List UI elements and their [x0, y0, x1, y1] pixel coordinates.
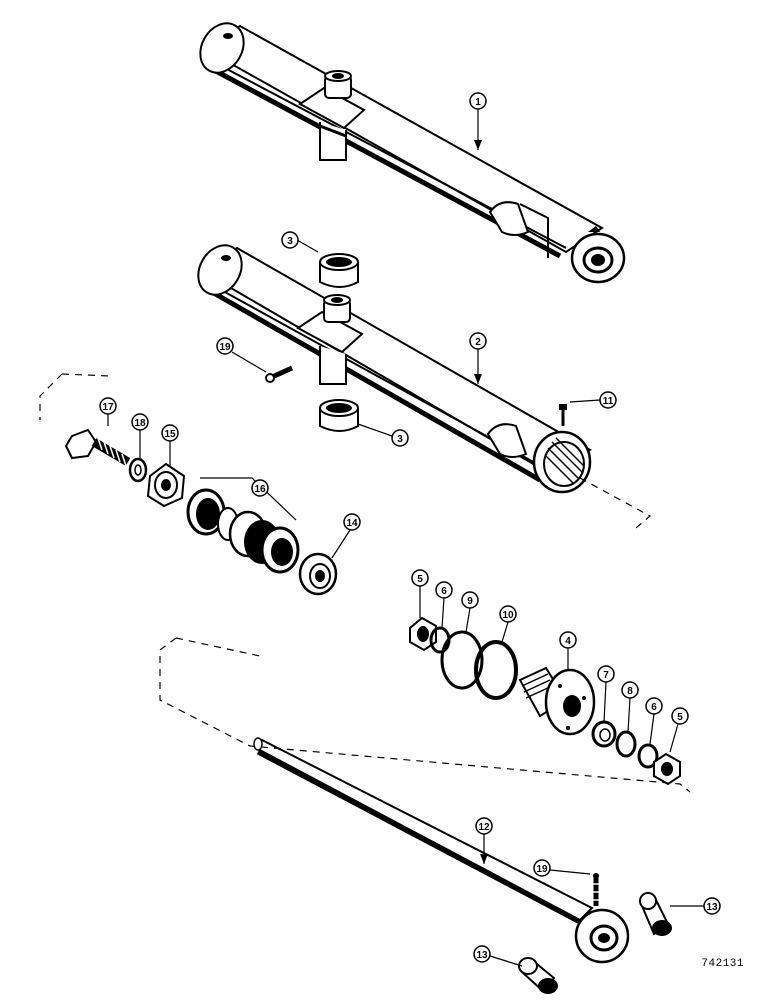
- callout-18: 18: [131, 413, 149, 458]
- cylinder-barrel-2: [197, 244, 592, 494]
- svg-text:1: 1: [475, 97, 481, 108]
- svg-text:15: 15: [164, 429, 176, 440]
- svg-text:5: 5: [417, 574, 423, 585]
- callout-16: 16: [200, 477, 297, 521]
- svg-text:11: 11: [603, 396, 614, 407]
- callout-1: 1: [469, 92, 487, 150]
- callout-13-right: 13: [670, 897, 721, 915]
- callout-14: 14: [331, 513, 361, 559]
- svg-text:19: 19: [219, 342, 231, 353]
- svg-text:6: 6: [651, 702, 657, 713]
- svg-text:8: 8: [627, 686, 633, 697]
- seal-8: [615, 730, 637, 758]
- callout-17: 17: [99, 397, 117, 426]
- svg-text:2: 2: [475, 337, 481, 348]
- bushing-3-lower: [319, 399, 359, 432]
- callout-10: 10: [499, 605, 517, 643]
- svg-text:18: 18: [134, 418, 146, 429]
- svg-text:13: 13: [476, 950, 488, 961]
- figure-number: 742131: [701, 958, 744, 970]
- svg-text:19: 19: [536, 864, 548, 875]
- svg-text:12: 12: [478, 822, 490, 833]
- backup-ring-10: [474, 640, 518, 700]
- callout-11: 11: [569, 391, 617, 409]
- o-ring-6-right: [637, 743, 659, 769]
- svg-text:16: 16: [254, 484, 266, 495]
- bolt-17: [64, 428, 131, 467]
- svg-text:5: 5: [677, 712, 683, 723]
- callout-5-right: 5: [669, 707, 689, 753]
- assembly-outline-gland: [159, 637, 691, 793]
- callout-5-left: 5: [411, 569, 429, 618]
- piston-packing-16: [186, 488, 300, 574]
- svg-text:7: 7: [603, 670, 609, 681]
- svg-text:14: 14: [346, 518, 358, 529]
- callout-4: 4: [559, 631, 577, 670]
- washer-18: [128, 457, 148, 483]
- o-ring-9: [440, 630, 484, 690]
- svg-text:3: 3: [397, 434, 403, 445]
- wiper-7: [591, 720, 617, 748]
- piston-rod-12: [253, 737, 630, 964]
- callout-6-right: 6: [645, 697, 663, 745]
- assembly-outline-piston: [39, 373, 652, 529]
- bushing-13-left: [518, 957, 558, 994]
- grease-fitting-19-lower: [590, 873, 602, 906]
- svg-text:13: 13: [706, 902, 718, 913]
- nut-15: [146, 462, 186, 508]
- callout-15: 15: [161, 424, 179, 466]
- callout-6-left: 6: [435, 581, 453, 629]
- callout-3-upper: 3: [281, 231, 319, 253]
- callout-3-lower: 3: [357, 423, 409, 447]
- piston-14: [298, 552, 338, 596]
- svg-text:10: 10: [502, 610, 514, 621]
- callout-19-upper: 19: [216, 337, 267, 373]
- cylinder-barrel-1: [199, 22, 626, 284]
- svg-text:4: 4: [565, 636, 571, 647]
- bushing-3-upper: [319, 253, 359, 288]
- set-screw-11: [559, 404, 567, 426]
- svg-text:17: 17: [102, 402, 114, 413]
- callout-2: 2: [469, 332, 487, 384]
- callout-12: 12: [475, 817, 493, 864]
- svg-text:3: 3: [287, 236, 293, 247]
- callout-8: 8: [621, 681, 639, 733]
- callout-19-lower: 19: [533, 859, 591, 877]
- callout-7: 7: [597, 665, 615, 723]
- svg-text:9: 9: [467, 596, 473, 607]
- grease-fitting-19-upper: [265, 365, 294, 383]
- callout-9: 9: [461, 591, 479, 633]
- svg-text:6: 6: [441, 586, 447, 597]
- callout-13-left: 13: [473, 945, 523, 967]
- bushing-13-right: [639, 892, 672, 936]
- gland-4: [518, 666, 596, 736]
- nut-5-right: [653, 752, 681, 786]
- nut-5-left: [409, 616, 437, 652]
